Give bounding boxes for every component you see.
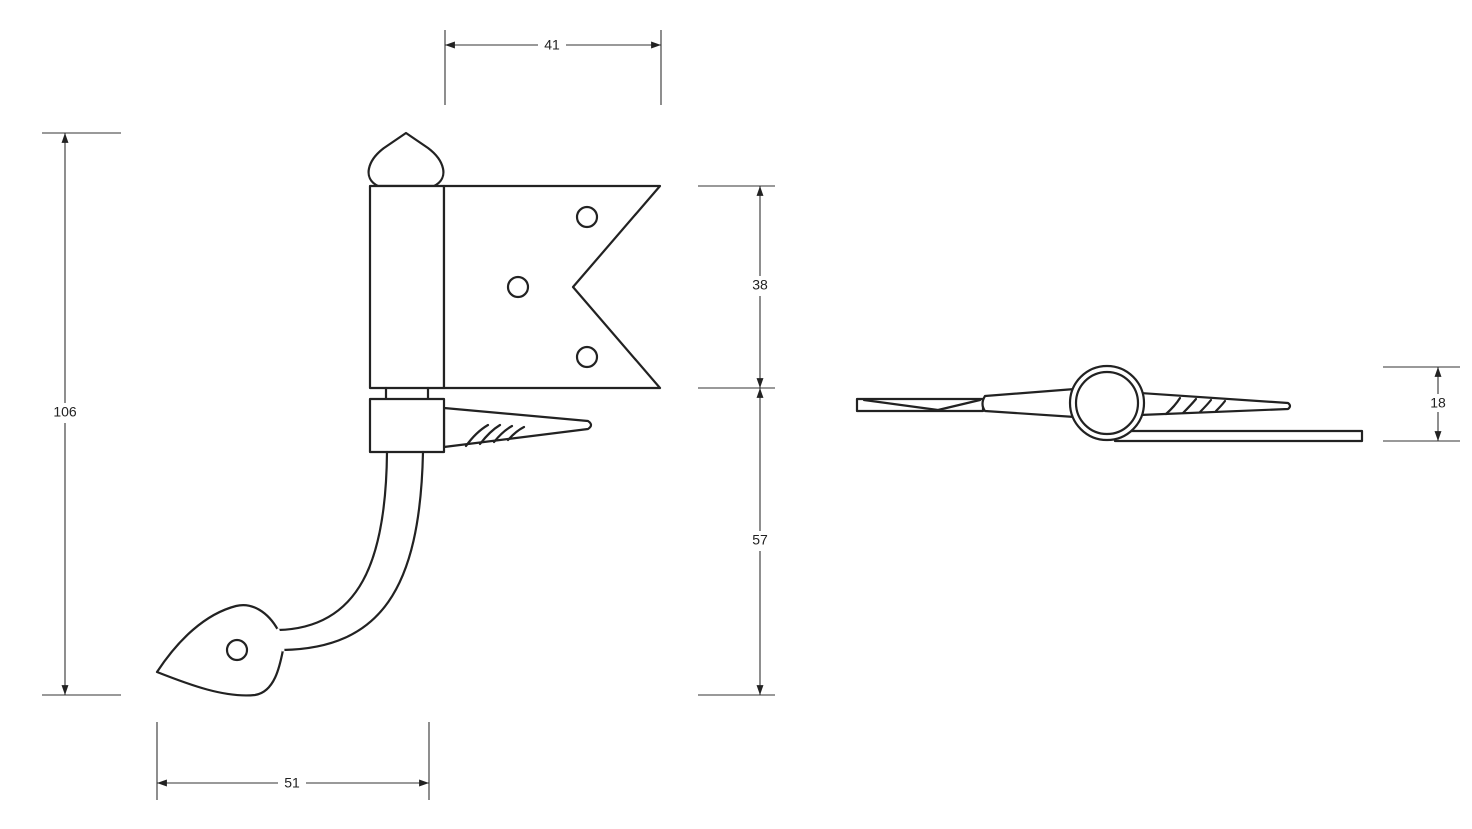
- leaf-hole: [225, 638, 249, 662]
- dimension-label: 41: [544, 37, 560, 53]
- spike: [442, 406, 593, 449]
- dimension-57: 57: [698, 388, 775, 696]
- handle-stem: [276, 450, 425, 652]
- hinge-plate: [442, 184, 662, 390]
- screw-hole: [575, 205, 599, 229]
- dimension-label: 106: [53, 404, 77, 420]
- base-plate: [1113, 429, 1364, 443]
- dimension-label: 18: [1430, 395, 1446, 411]
- dimension-41: 41: [444, 30, 662, 105]
- spike-twist: [1164, 396, 1227, 416]
- front-view: [155, 131, 662, 697]
- top-view: [855, 364, 1364, 443]
- pin-barrel: [368, 184, 446, 390]
- dimension-38: 38: [698, 185, 775, 389]
- leaf-end: [155, 604, 285, 697]
- dimension-label: 51: [284, 775, 300, 791]
- spike-twist: [464, 423, 526, 448]
- collar: [368, 397, 446, 454]
- dimension-label: 38: [752, 277, 768, 293]
- dimension-106: 106: [42, 132, 121, 696]
- screw-hole: [575, 345, 599, 369]
- dimension-label: 57: [752, 532, 768, 548]
- pin-neck: [384, 386, 430, 401]
- bar-twist: [862, 398, 982, 412]
- screw-hole: [506, 275, 530, 299]
- barrel-ring-inner: [1074, 370, 1140, 436]
- finial: [367, 131, 445, 188]
- dimension-18: 18: [1383, 366, 1460, 442]
- dimension-51: 51: [156, 722, 430, 800]
- right-taper: [1138, 391, 1292, 417]
- left-taper: [981, 387, 1077, 419]
